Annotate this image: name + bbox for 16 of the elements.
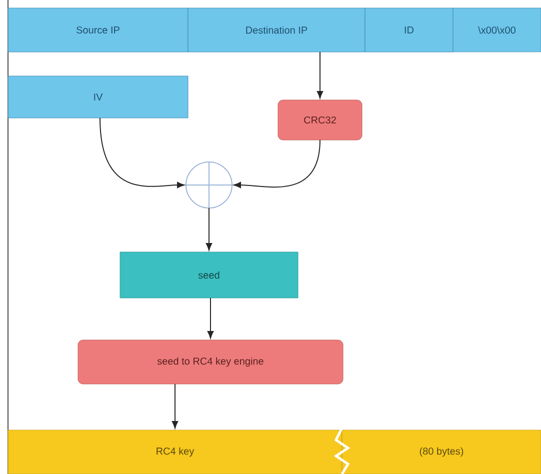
- key-segment: RC4 key: [8, 430, 342, 474]
- xor-symbol: [186, 162, 232, 208]
- arrow: [316, 52, 324, 98]
- header-cell: Source IP: [8, 8, 188, 52]
- header-cell: \x00\x00: [452, 8, 541, 52]
- input-box: IV: [8, 76, 188, 118]
- arrow: [100, 118, 185, 188]
- key-segment: (80 bytes): [342, 430, 541, 474]
- arrow: [172, 384, 178, 428]
- process-box: seed to RC4 key engine: [78, 340, 344, 384]
- arrow: [234, 140, 320, 188]
- process-box: CRC32: [278, 100, 362, 140]
- arrow: [206, 208, 212, 250]
- seed-box: seed: [120, 252, 298, 298]
- header-cell: ID: [364, 8, 454, 52]
- arrow: [207, 298, 214, 338]
